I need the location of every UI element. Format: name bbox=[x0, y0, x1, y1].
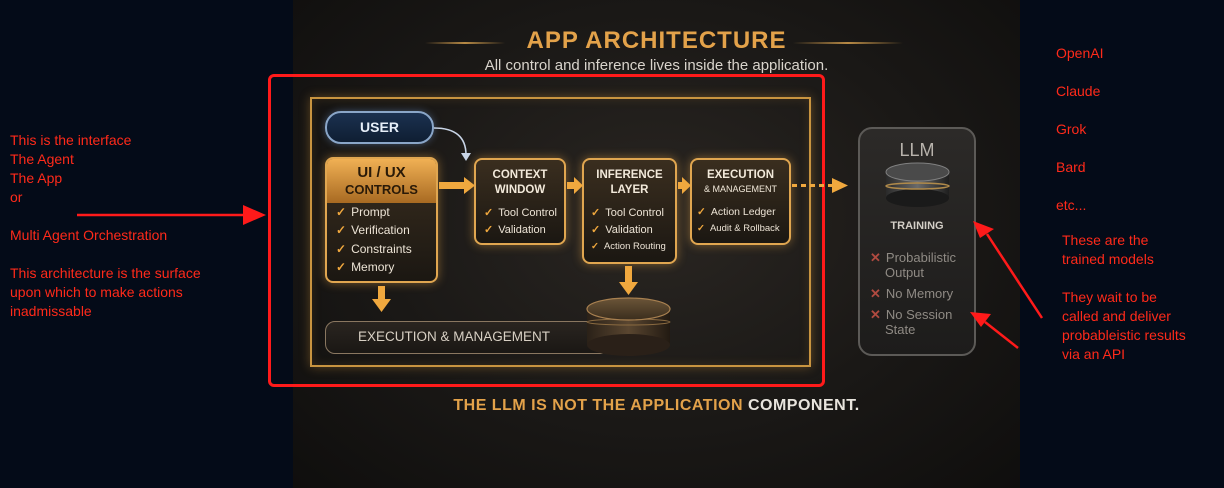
check-icon: ✓ bbox=[336, 260, 347, 274]
arrow-head bbox=[464, 177, 475, 194]
check-icon: ✓ bbox=[336, 205, 347, 219]
execution-management-bar: EXECUTION & MANAGEMENT bbox=[325, 321, 610, 354]
inference-layer-box: INFERENCE LAYER bbox=[582, 158, 677, 264]
arrow-head bbox=[619, 282, 638, 295]
annotation-line: The App bbox=[10, 170, 63, 186]
ui-item: ✓Memory bbox=[336, 260, 395, 274]
annotation-line: probableistic results bbox=[1062, 327, 1186, 343]
annotation-line: called and deliver bbox=[1062, 308, 1171, 324]
check-icon: ✓ bbox=[591, 224, 601, 236]
llm-limitation-item: ✕No Memory bbox=[870, 286, 954, 301]
arrow-ui-to-context bbox=[439, 182, 465, 189]
context-title-line2: WINDOW bbox=[494, 184, 546, 196]
arrow-user-to-context bbox=[433, 127, 467, 156]
annotation-line: The Agent bbox=[10, 151, 74, 167]
execution-box: EXECUTION & MANAGEMENT bbox=[690, 158, 791, 245]
annotation-line: They wait to be bbox=[1062, 289, 1157, 305]
diagram-title: APP ARCHITECTURE bbox=[526, 27, 787, 54]
model-name: etc... bbox=[1056, 197, 1087, 213]
api-wait-note: They wait to be called and deliver proba… bbox=[1062, 288, 1186, 364]
arrow-context-to-inference bbox=[567, 182, 576, 189]
inference-title-line2: LAYER bbox=[610, 184, 649, 196]
execution-title-line2: & MANAGEMENT bbox=[703, 184, 777, 194]
inference-item: ✓Validation bbox=[591, 224, 653, 236]
database-icon bbox=[586, 297, 671, 356]
bottom-statement-highlight: THE LLM IS NOT THE APPLICATION bbox=[453, 397, 744, 414]
execution-item: ✓Audit & Rollback bbox=[697, 223, 780, 234]
x-icon: ✕ bbox=[870, 250, 881, 265]
arrow-head bbox=[832, 178, 848, 193]
x-icon: ✕ bbox=[870, 307, 881, 322]
bottom-statement-tail: COMPONENT. bbox=[747, 397, 860, 414]
diagram-subtitle: All control and inference lives inside t… bbox=[484, 57, 829, 74]
annotation-line: upon which to make actions bbox=[10, 284, 183, 300]
database-icon bbox=[885, 162, 950, 207]
arrow-head bbox=[682, 177, 691, 194]
annotation-line: or bbox=[10, 189, 23, 205]
x-icon: ✕ bbox=[870, 286, 881, 301]
check-icon: ✓ bbox=[484, 224, 494, 236]
annotation-highlight-frame bbox=[268, 74, 825, 387]
inference-item: ✓Tool Control bbox=[591, 207, 664, 219]
ui-item: ✓Verification bbox=[336, 223, 410, 237]
context-title-line1: CONTEXT bbox=[492, 169, 548, 181]
annotation-line: These are the bbox=[1062, 232, 1149, 248]
title-rule-left bbox=[425, 42, 505, 44]
left-annotation: This is the interface The Agent The App … bbox=[10, 131, 201, 321]
training-label: TRAINING bbox=[890, 220, 944, 232]
model-name: Grok bbox=[1056, 121, 1087, 137]
annotation-spacer bbox=[10, 207, 201, 226]
execution-title-line1: EXECUTION bbox=[706, 169, 775, 181]
arrow-inference-to-execution bbox=[678, 182, 683, 189]
trained-models-note: These are the trained models bbox=[1062, 231, 1154, 269]
model-name: Claude bbox=[1056, 83, 1101, 99]
annotation-line: This architecture is the surface bbox=[10, 265, 201, 281]
arrow-head bbox=[574, 177, 583, 194]
annotation-line: trained models bbox=[1062, 251, 1154, 267]
bottom-statement: THE LLM IS NOT THE APPLICATION COMPONENT… bbox=[293, 397, 1020, 415]
context-item: ✓Validation bbox=[484, 224, 546, 236]
arrow-inference-down bbox=[625, 266, 632, 283]
arrow-head bbox=[372, 299, 391, 312]
ui-item: ✓Constraints bbox=[336, 242, 412, 256]
check-icon: ✓ bbox=[484, 207, 494, 219]
check-icon: ✓ bbox=[591, 241, 599, 252]
model-name: Bard bbox=[1056, 159, 1086, 175]
llm-title: LLM bbox=[899, 140, 935, 160]
annotation-spacer bbox=[10, 245, 201, 264]
ui-item: ✓Prompt bbox=[336, 205, 390, 219]
annotation-line: This is the interface bbox=[10, 132, 132, 148]
execution-item: ✓Action Ledger bbox=[697, 206, 776, 218]
ui-ux-controls-box: UI / UX CONTROLS bbox=[325, 157, 438, 283]
check-icon: ✓ bbox=[697, 206, 706, 218]
ui-ux-title-line2: CONTROLS bbox=[345, 182, 418, 197]
annotation-line: Multi Agent Orchestration bbox=[10, 227, 168, 243]
model-name: OpenAI bbox=[1056, 45, 1104, 61]
annotation-line: inadmissable bbox=[10, 303, 92, 319]
arrow-ui-down bbox=[378, 286, 385, 300]
red-annotation-arrows bbox=[77, 205, 1044, 349]
check-icon: ✓ bbox=[697, 223, 705, 234]
check-icon: ✓ bbox=[591, 207, 601, 219]
user-node: USER bbox=[325, 111, 434, 144]
context-window-box: CONTEXT WINDOW bbox=[474, 158, 566, 245]
ui-ux-header-fill bbox=[327, 159, 436, 203]
context-item: ✓Tool Control bbox=[484, 207, 557, 219]
arrow-head bbox=[461, 153, 471, 161]
application-container bbox=[310, 97, 811, 367]
title-rule-right bbox=[793, 42, 903, 44]
check-icon: ✓ bbox=[336, 242, 347, 256]
inference-title-line1: INFERENCE bbox=[596, 169, 663, 181]
annotation-line: via an API bbox=[1062, 346, 1126, 362]
ui-ux-title-line1: UI / UX bbox=[357, 164, 406, 181]
check-icon: ✓ bbox=[336, 223, 347, 237]
inference-item: ✓Action Routing bbox=[591, 241, 666, 252]
